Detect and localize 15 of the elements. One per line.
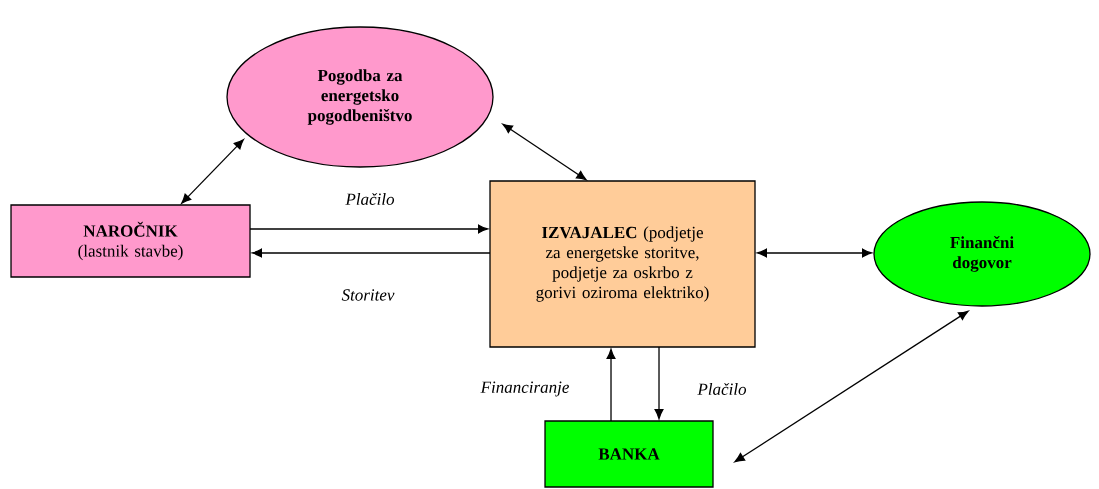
edge-label: Plačilo: [345, 193, 395, 205]
arrow: [181, 139, 244, 204]
edge-label: Financiranje: [480, 381, 569, 397]
arrow: [654, 346, 664, 420]
arrow: [756, 248, 873, 258]
bank-box: BANKA: [544, 420, 714, 488]
client-box: NAROČNIK (lastnik stavbe): [10, 204, 251, 278]
arrow: [502, 123, 587, 181]
arrow: [251, 248, 491, 258]
contractor-box: IZVAJALEC (podjetje za energetske storitve, podjetje za oskrbo z gorivi oziroma elektriko): [489, 180, 756, 348]
edge-label: Storitev: [341, 289, 395, 301]
edge-label: Plačilo: [697, 383, 747, 395]
arrow: [734, 310, 969, 463]
arrow: [249, 224, 489, 234]
arrow: [606, 348, 616, 422]
